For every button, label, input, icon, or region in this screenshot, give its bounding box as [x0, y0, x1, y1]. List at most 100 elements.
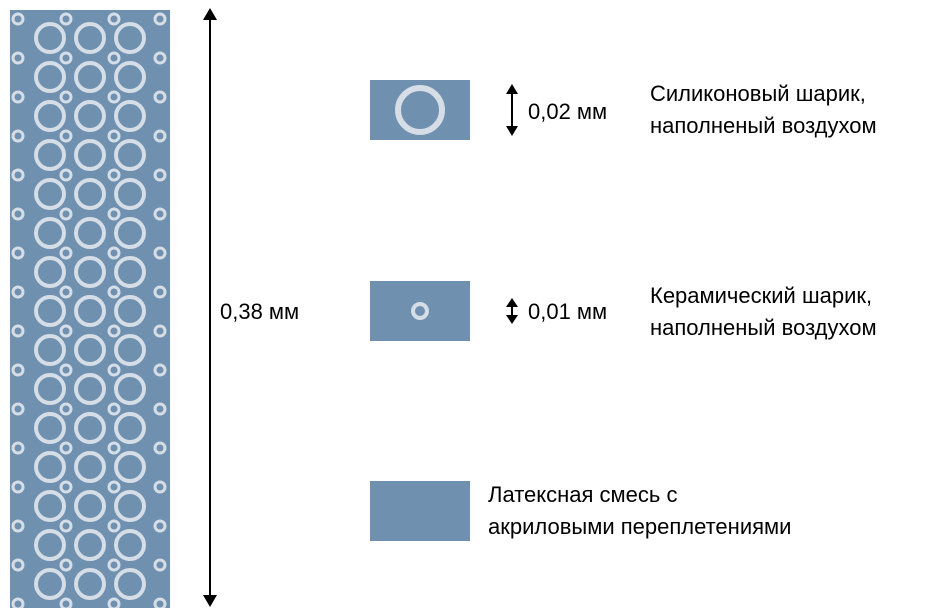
ceramic-bubble	[153, 90, 167, 104]
silicone-bubble	[34, 529, 66, 561]
ceramic-bubble	[153, 168, 167, 182]
silicone-bubble	[74, 490, 106, 522]
silicone-bubble	[34, 22, 66, 54]
ceramic-bubble	[107, 129, 121, 143]
ceramic-bubble	[59, 246, 73, 260]
silicone-bubble	[34, 295, 66, 327]
ceramic-bubble	[59, 324, 73, 338]
silicone-sphere-swatch	[370, 80, 470, 140]
silicone-bubble	[114, 334, 146, 366]
ceramic-bubble	[59, 207, 73, 221]
ceramic-bubble	[153, 207, 167, 221]
silicone-bubble	[74, 451, 106, 483]
ceramic-bubble	[59, 519, 73, 533]
ceramic-bubble	[153, 558, 167, 572]
silicone-bubble	[74, 100, 106, 132]
ceramic-bubble	[11, 90, 25, 104]
silicone-description-line2: наполненый воздухом	[650, 113, 877, 138]
silicone-bubble	[114, 529, 146, 561]
ceramic-bubble	[59, 51, 73, 65]
ceramic-bubble	[153, 51, 167, 65]
ceramic-description-line1: Керамический шарик,	[650, 283, 873, 308]
silicone-bubble	[74, 529, 106, 561]
silicone-bubble	[114, 373, 146, 405]
ceramic-bubble	[107, 285, 121, 299]
ceramic-bubble	[11, 129, 25, 143]
silicone-bubble	[114, 61, 146, 93]
ceramic-bubble	[59, 12, 73, 26]
ceramic-bubble	[59, 285, 73, 299]
ceramic-bubble	[153, 129, 167, 143]
ceramic-bubble	[107, 324, 121, 338]
silicone-bubble	[34, 373, 66, 405]
thickness-dimension-arrow	[203, 8, 217, 607]
silicone-bubble	[74, 217, 106, 249]
silicone-bubble	[34, 334, 66, 366]
silicone-bubble	[74, 568, 106, 600]
ceramic-bubble	[11, 597, 25, 608]
silicone-bubble	[114, 256, 146, 288]
silicone-bubble	[114, 295, 146, 327]
ceramic-bubble	[11, 324, 25, 338]
ceramic-bubble	[107, 363, 121, 377]
ceramic-bubble	[59, 441, 73, 455]
silicone-description-line1: Силиконовый шарик,	[650, 81, 866, 106]
ceramic-sphere-swatch	[370, 281, 470, 341]
ceramic-bubble	[107, 207, 121, 221]
silicone-bubble	[34, 256, 66, 288]
ceramic-bubble	[11, 12, 25, 26]
ceramic-bubble	[107, 246, 121, 260]
silicone-bubble	[114, 451, 146, 483]
ceramic-bubble	[153, 441, 167, 455]
silicone-size-arrow	[506, 84, 518, 136]
silicone-bubble	[34, 217, 66, 249]
ceramic-bubble	[59, 168, 73, 182]
silicone-bubble	[74, 373, 106, 405]
silicone-bubble	[34, 451, 66, 483]
silicone-bubble	[74, 139, 106, 171]
silicone-bubble	[114, 22, 146, 54]
ceramic-bubble	[11, 519, 25, 533]
silicone-description: Силиконовый шарик, наполненый воздухом	[650, 78, 877, 142]
silicone-bubble	[114, 178, 146, 210]
ceramic-size-arrow	[506, 298, 518, 324]
ceramic-bubble	[107, 441, 121, 455]
silicone-bubble	[74, 334, 106, 366]
latex-swatch	[370, 481, 470, 541]
ceramic-bubble	[59, 402, 73, 416]
ceramic-bubble	[59, 597, 73, 608]
bubble-pattern	[11, 12, 167, 608]
ceramic-bubble	[107, 597, 121, 608]
silicone-bubble	[114, 139, 146, 171]
ceramic-bubble	[107, 90, 121, 104]
ceramic-bubble	[59, 129, 73, 143]
ceramic-bubble	[153, 12, 167, 26]
ceramic-bubble	[11, 363, 25, 377]
silicone-bubble	[74, 412, 106, 444]
ceramic-bubble	[153, 363, 167, 377]
silicone-size-label: 0,02 мм	[528, 99, 608, 124]
silicone-bubble	[74, 61, 106, 93]
silicone-bubble	[34, 100, 66, 132]
silicone-bubble	[34, 61, 66, 93]
latex-description: Латексная смесь с акриловыми переплетени…	[488, 479, 791, 543]
ceramic-bubble	[11, 207, 25, 221]
ceramic-bubble	[153, 402, 167, 416]
ceramic-bubble	[153, 324, 167, 338]
ceramic-bubble	[59, 558, 73, 572]
ceramic-description-line2: наполненый воздухом	[650, 315, 877, 340]
total-thickness-label: 0,38 мм	[220, 299, 300, 324]
latex-description-line2: акриловыми переплетениями	[488, 514, 792, 539]
ceramic-bubble	[59, 363, 73, 377]
ceramic-bubble	[153, 246, 167, 260]
ceramic-bubble	[153, 480, 167, 494]
latex-description-line1: Латексная смесь с	[488, 482, 678, 507]
ceramic-bubble	[11, 480, 25, 494]
ceramic-bubble	[107, 558, 121, 572]
ceramic-bubble	[11, 558, 25, 572]
ceramic-description: Керамический шарик, наполненый воздухом	[650, 280, 877, 344]
silicone-bubble	[74, 295, 106, 327]
ceramic-bubble	[11, 402, 25, 416]
silicone-bubble	[114, 490, 146, 522]
ceramic-size-label: 0,01 мм	[528, 299, 608, 324]
